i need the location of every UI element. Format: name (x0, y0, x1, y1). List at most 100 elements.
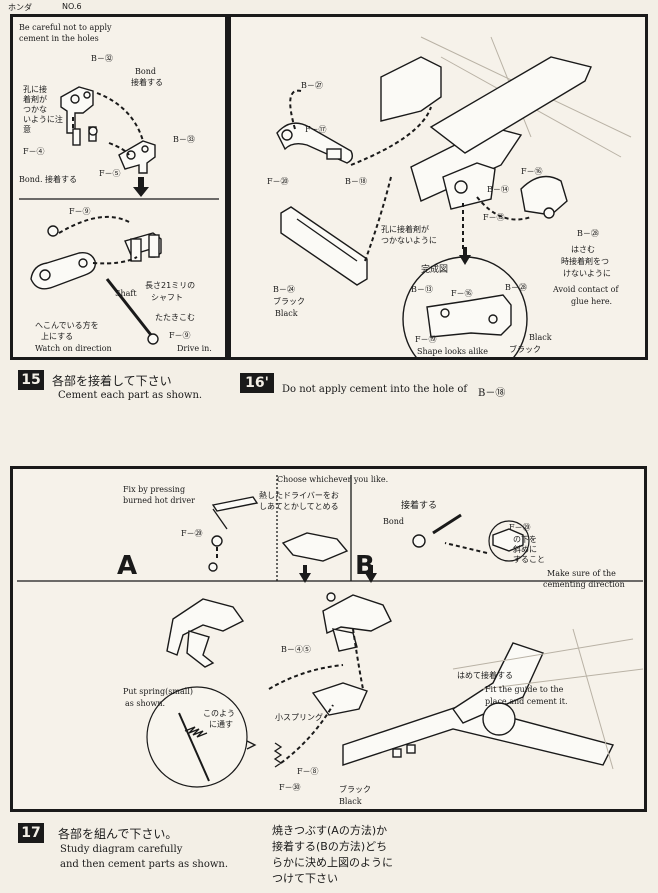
bond2-label: Bond. 接着する (19, 175, 78, 184)
black-en: Black (275, 309, 298, 318)
dir-jp-2: 上にする (41, 332, 74, 341)
label-f30: F－㉚ (279, 783, 301, 792)
label-f29b: F－㉙ (509, 523, 531, 532)
under-note-2: 斜めに (513, 545, 537, 554)
label-b45: B－④⑤ (281, 645, 311, 654)
step15-illustration (19, 86, 219, 345)
shape-alike-note: Shape looks alike (417, 347, 488, 356)
spring-note-1: Put spring(small) (123, 687, 193, 696)
complete-black-en: Black (529, 333, 552, 342)
shaft-jp-1: 長さ21ミリの (145, 281, 196, 290)
step17-note-1: 焼きつぶす(Aの方法)か (272, 824, 388, 837)
label-f9b: F－⑨ (169, 331, 191, 340)
hole-note-4: いように注 (23, 115, 63, 124)
label-b27: B－㉗ (301, 81, 323, 90)
avoid-note-2: glue here. (571, 297, 613, 306)
hole-note-1: 孔に接 (23, 85, 47, 94)
label-b32: B－㉜ (91, 54, 113, 63)
step15-panel: Be careful not to apply cement in the ho… (10, 14, 228, 360)
pinch-note-2: 時接着剤をつ (561, 257, 609, 266)
method-a-label: A (117, 551, 138, 581)
under-note-3: すること (513, 555, 545, 564)
pinch-note-1: はさむ (571, 245, 595, 254)
label-b24: B－㉔ (273, 285, 295, 294)
pinch-note-3: けないように (563, 269, 611, 278)
step15-title-en: Cement each part as shown. (58, 390, 203, 401)
complete-view-title: 完成図 (421, 265, 449, 275)
through-note-2: に通す (209, 720, 233, 729)
complete-black-jp: ブラック (509, 345, 541, 354)
step15-number: 15 (18, 370, 44, 390)
guide-jp: はめて接着する (457, 671, 513, 680)
hole-note-5: 意 (23, 125, 31, 134)
careful-note-2: cement in the holes (19, 34, 99, 43)
shaft-jp-2: シャフト (151, 293, 183, 302)
make-sure-1: Make sure of the (547, 569, 616, 578)
dir-en: Watch on direction (35, 344, 112, 353)
shaft-en: Shaft (115, 289, 137, 298)
black-en: Black (339, 797, 362, 806)
step17-title-en-2: and then cement parts as shown. (60, 859, 229, 870)
label-b14: B－⑭ (487, 185, 509, 194)
driver-note-2: しあてとかしてとめる (259, 502, 339, 511)
label-f13: F－⑬ (483, 213, 505, 222)
bond-en-label: Bond (135, 67, 156, 76)
bond-jp-label: 接着する (131, 78, 163, 87)
label-f9a: F－⑨ (69, 207, 91, 216)
spring-note-2: as shown. (125, 699, 166, 708)
label-f29a: F－㉙ (181, 529, 203, 538)
step17-illustration (17, 475, 644, 788)
avoid-note-1: Avoid contact of (553, 285, 619, 294)
step17-note-3: らかに決め上図のように (272, 856, 393, 869)
driver-note-1: 熱したドライバーをお (259, 491, 339, 500)
step17-note-2: 接着する(Bの方法)どち (272, 840, 388, 853)
bond-jp: 接着する (401, 501, 438, 511)
step17-number: 17 (18, 823, 44, 843)
hole-note-2: つかないように (381, 236, 437, 245)
guide-en-2: place and cement it. (485, 697, 568, 706)
step16-caption: Do not apply cement into the hole of (282, 384, 468, 395)
tap-jp: たたきこむ (155, 313, 195, 322)
bond-en: Bond (383, 517, 404, 526)
step16-number: 16' (240, 373, 274, 393)
under-note-1: の下を (513, 535, 537, 544)
label-f4: F－④ (23, 147, 45, 156)
hole-note-3: つかな (23, 105, 47, 114)
label-f20: F－⑳ (267, 177, 289, 186)
black-jp: ブラック (339, 785, 371, 794)
press-note-1: Fix by pressing (123, 485, 186, 494)
complete-f19: F－⑲ (415, 335, 437, 344)
spring-jp: 小スプリング (275, 713, 323, 722)
label-b33: B－㉝ (173, 135, 195, 144)
label-b28: B－㉘ (577, 229, 599, 238)
complete-f16: F－⑯ (451, 289, 473, 298)
step17-title-en-1: Study diagram carefully (60, 844, 183, 855)
label-f8: F－⑧ (297, 767, 319, 776)
step17-panel: Choose whichever you like. Fix by pressi… (10, 466, 647, 812)
black-jp: ブラック (273, 297, 305, 306)
label-f5: F－⑤ (99, 169, 121, 178)
drive-en: Drive in. (177, 344, 212, 353)
dir-jp-1: へこんでいる方を (35, 321, 99, 330)
guide-en-1: Fit the guide to the (485, 685, 564, 694)
press-note-2: burned hot driver (123, 496, 195, 505)
label-f16: F－⑯ (521, 167, 543, 176)
hole-note-2: 着剤が (23, 95, 47, 104)
complete-b13: B－⑬ (411, 285, 433, 294)
complete-b28: B－㉘ (505, 283, 527, 292)
choose-note: Choose whichever you like. (277, 475, 389, 484)
label-f17: F－⑰ (305, 125, 327, 134)
hole-note-1: 孔に接着剤が (381, 225, 429, 234)
step16-panel: B－㉗ F－⑰ F－⑳ B－⑱ B－⑭ F－⑯ F－⑬ B－㉘ 孔に接着剤が つ… (228, 14, 648, 360)
step17-title-jp: 各部を組んで下さい。 (58, 827, 178, 841)
page-number: NO.6 (62, 2, 82, 11)
step17-note-4: つけて下さい (272, 872, 338, 885)
careful-note-1: Be careful not to apply (19, 23, 112, 32)
make-sure-2: cementing direction (543, 580, 625, 589)
brand-label: ホンダ (8, 3, 32, 12)
method-b-label: B (355, 551, 375, 581)
step16-illustration (276, 36, 632, 357)
through-note-1: このよう (203, 709, 235, 718)
step15-title-jp: 各部を接着して下さい (52, 374, 172, 388)
step16-caption-part: B－⑱ (478, 388, 506, 399)
